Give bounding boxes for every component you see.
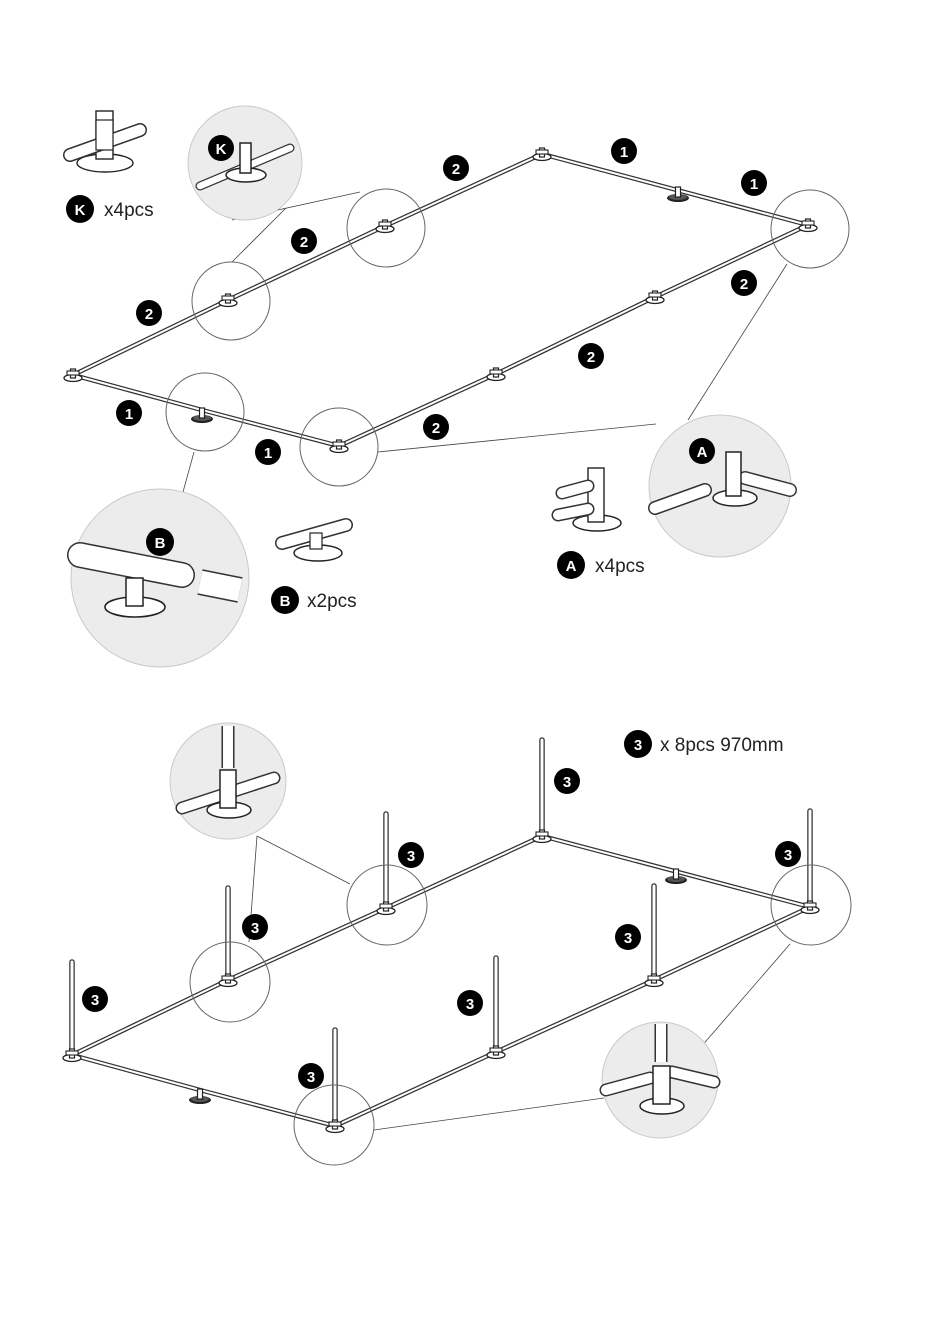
step2-frame: 3 3 3 3 3 3 3 3 3 x 8pcs 970mm [63,723,851,1165]
corner-fitting [326,1120,344,1133]
svg-text:2: 2 [452,161,460,178]
svg-text:3: 3 [784,847,792,864]
svg-text:2: 2 [300,234,308,251]
corner-fitting [801,901,819,914]
post-legend: 3 x 8pcs 970mm [624,730,784,758]
cross-fitting [219,974,237,987]
svg-text:1: 1 [264,445,272,462]
svg-text:1: 1 [620,144,628,161]
cross-fitting [487,368,505,381]
zoom-detail-cross-post [170,723,286,839]
svg-text:3: 3 [466,996,474,1013]
pipe-2-badge: 2 [443,155,469,181]
corner-fitting [533,830,551,843]
svg-text:1: 1 [750,176,758,193]
post-badge: 3 [554,768,580,794]
zoom-detail-b [71,489,249,667]
post-badge: 3 [615,924,641,950]
cross-fitting [645,974,663,987]
part-a-badge-zoom: A [689,438,715,464]
svg-text:3: 3 [307,1069,315,1086]
post-badge: 3 [298,1063,324,1089]
part-b-label: B x2pcs [271,586,357,614]
pipe-1-badge: 1 [116,400,142,426]
pipe-2-badge: 2 [291,228,317,254]
svg-text:3: 3 [563,774,571,791]
pipe-1-badge: 1 [741,170,767,196]
part-a-illustration [558,468,621,531]
part-k-badge-zoom: K [208,135,234,161]
svg-text:3: 3 [251,920,259,937]
svg-text:2: 2 [740,276,748,293]
cross-fitting [377,902,395,915]
svg-text:B: B [280,593,291,610]
pipe-1-badge: 1 [611,138,637,164]
post-badge: 3 [457,990,483,1016]
part-b-illustration [282,525,346,561]
corner-fitting [533,148,551,161]
svg-text:2: 2 [145,306,153,323]
zoom-detail-a [649,415,791,557]
part-b-badge-zoom: B [146,528,174,556]
cross-fitting [219,294,237,307]
post-badge: 3 [775,841,801,867]
corner-fitting [64,369,82,382]
pipe-2-badge: 2 [578,343,604,369]
cross-fitting [487,1046,505,1059]
svg-text:3: 3 [634,737,642,754]
pipe-1-badge: 1 [255,439,281,465]
svg-text:A: A [566,558,577,575]
cross-fitting [376,220,394,233]
corner-fitting [330,440,348,453]
post-badge: 3 [82,986,108,1012]
pipe-2-badge: 2 [423,414,449,440]
svg-text:3: 3 [91,992,99,1009]
svg-text:x2pcs: x2pcs [307,591,357,612]
part-k-illustration [70,111,140,172]
svg-text:A: A [697,444,708,461]
svg-text:3: 3 [407,848,415,865]
svg-text:3: 3 [624,930,632,947]
zoom-detail-corner-post [602,1022,718,1138]
svg-text:2: 2 [432,420,440,437]
svg-text:x4pcs: x4pcs [104,200,154,221]
cross-fitting [646,291,664,304]
svg-text:1: 1 [125,406,133,423]
svg-text:x4pcs: x4pcs [595,556,645,577]
corner-fitting [63,1049,81,1062]
corner-fitting [799,219,817,232]
pipe-2-badge: 2 [136,300,162,326]
post-badge: 3 [398,842,424,868]
step1-frame: K x4pcs K B x2pcs B A x4pcs A 1 1 1 1 [64,106,849,667]
pipe-2-badge: 2 [731,270,757,296]
step1-pipes [73,154,808,446]
svg-text:B: B [155,535,166,552]
svg-text:x 8pcs 970mm: x 8pcs 970mm [660,735,784,756]
svg-text:2: 2 [587,349,595,366]
post-badge: 3 [242,914,268,940]
zoom-detail-k [188,106,302,220]
svg-text:K: K [75,202,86,219]
svg-text:K: K [216,141,227,158]
part-a-label: A x4pcs [557,551,645,579]
part-k-label: K x4pcs [66,195,154,223]
